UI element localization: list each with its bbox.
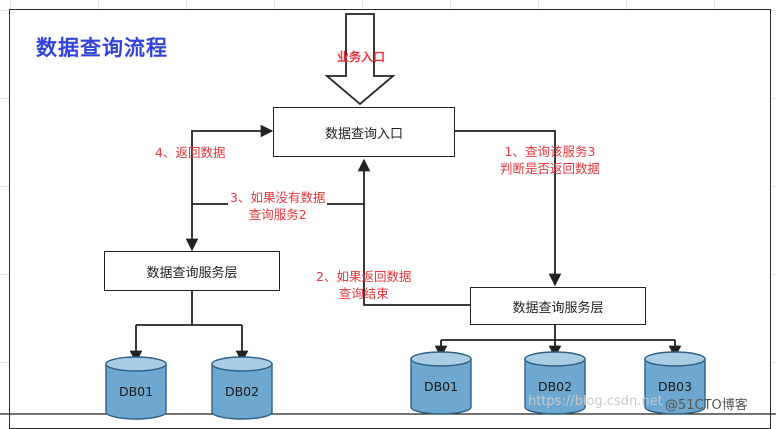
node-service-right-label: 数据查询服务层 [512, 300, 604, 316]
brand-text: @51CTO博客 [665, 398, 748, 413]
database-body [105, 363, 167, 420]
edge-step1 [455, 130, 562, 287]
edge-label-step4: 4、返回数据 [155, 145, 226, 160]
edge-label-step2-line1: 2、如果返回数据 [316, 269, 412, 284]
diagram-title: 数据查询流程 [36, 36, 168, 60]
node-query-entry[interactable]: 数据查询入口 [273, 107, 455, 157]
node-query-entry-label: 数据查询入口 [324, 126, 403, 142]
database-label: DB01 [424, 379, 458, 394]
edge-step2 [357, 158, 470, 306]
database-label: DB02 [225, 384, 259, 399]
database-right-2[interactable]: DB02 [524, 351, 586, 415]
edge-right-fanout [440, 325, 676, 354]
database-cap [211, 356, 273, 372]
edge-label-step1-line1: 1、查询该服务3 [504, 144, 596, 159]
database-body [211, 363, 273, 420]
edge-label-step2-line2: 查询结束 [338, 286, 389, 301]
node-service-left-label: 数据查询服务层 [146, 265, 238, 281]
database-right-1[interactable]: DB01 [410, 351, 472, 415]
database-left-2[interactable]: DB02 [211, 356, 273, 420]
database-layer: DB01 DB02 DB01 DB02 DB03 [105, 351, 706, 420]
connectors-layer: DB01 DB02 DB01 DB02 DB03 [0, 13, 776, 420]
database-body [410, 358, 472, 415]
node-service-left[interactable]: 数据查询服务层 [104, 251, 280, 291]
edge-label-step3-line1: 3、如果没有数据 [230, 190, 326, 205]
database-cap [524, 351, 586, 367]
edge-left-fanout [135, 290, 243, 360]
entry-arrow [324, 13, 396, 106]
edge-label-step3: 3、如果没有数据 查询服务2 [228, 189, 328, 223]
database-left-1[interactable]: DB01 [105, 356, 167, 420]
database-body [644, 358, 706, 415]
edge-label-step2: 2、如果返回数据 查询结束 [316, 268, 411, 302]
edge-label-step1-line2: 判断是否返回数据 [500, 161, 601, 176]
edge-label-step3-line2: 查询服务2 [248, 207, 307, 222]
edge-label-step1: 1、查询该服务3 判断是否返回数据 [500, 143, 600, 177]
entry-label: 业务入口 [337, 50, 386, 64]
database-body [524, 358, 586, 415]
database-label: DB02 [538, 379, 572, 394]
node-service-right[interactable]: 数据查询服务层 [470, 287, 646, 325]
watermark-text: https://blog.csdn.net [528, 394, 663, 409]
database-label: DB01 [119, 384, 153, 399]
edge-step4 [191, 124, 274, 204]
database-label: DB03 [658, 379, 692, 394]
database-right-3[interactable]: DB03 [644, 351, 706, 415]
database-cap [105, 356, 167, 372]
database-cap [644, 351, 706, 367]
database-cap [410, 351, 472, 367]
